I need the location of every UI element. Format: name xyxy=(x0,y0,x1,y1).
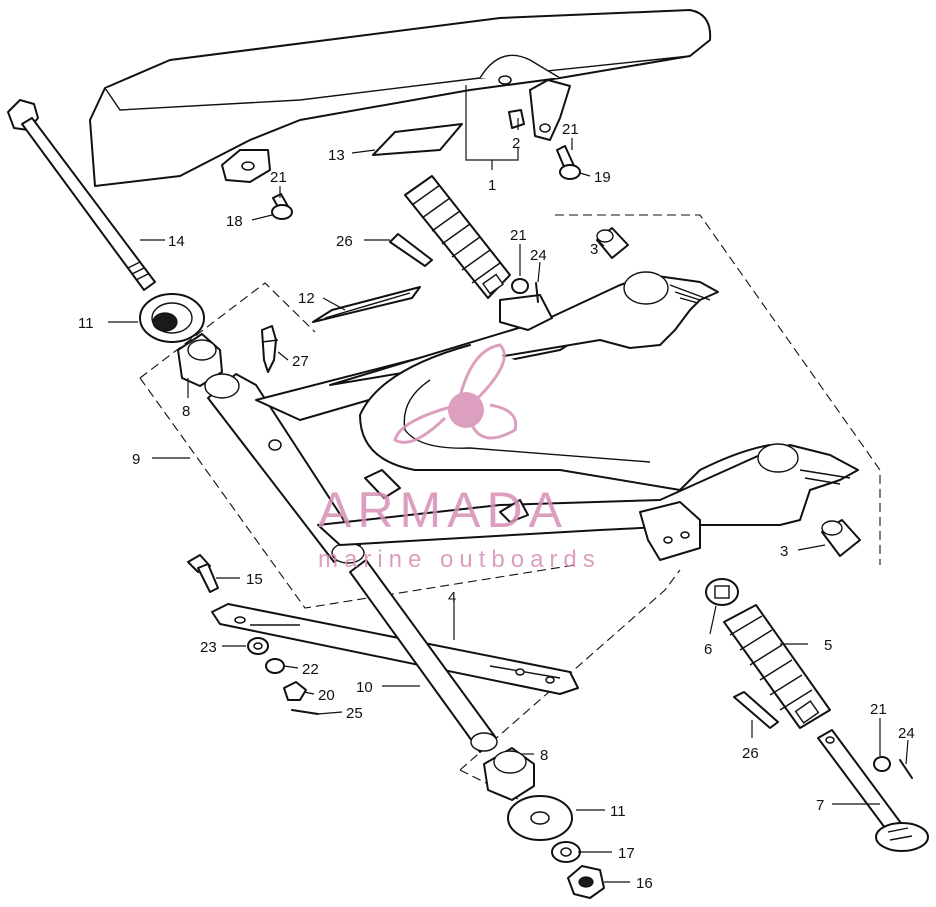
callout-24-bottom: 24 xyxy=(898,725,915,742)
cotter-pin-part-25 xyxy=(291,709,319,715)
pivot-bushing-part-bottom xyxy=(483,747,535,801)
washer-part-17 xyxy=(551,841,581,863)
chain-slider-plate-part xyxy=(372,123,463,156)
callout-26-bottom: 26 xyxy=(742,745,759,762)
bushing-part-bottom xyxy=(821,519,861,557)
clevis-pin-part-top xyxy=(389,233,433,267)
callout-7: 7 xyxy=(816,797,824,814)
nut-part-16 xyxy=(567,865,605,899)
pivot-bolt-part xyxy=(7,99,156,291)
washer-part-23 xyxy=(247,637,269,655)
clevis-pin-part-bottom xyxy=(733,691,779,729)
dust-seal-part-top xyxy=(139,293,205,343)
dust-seal-part-bottom xyxy=(507,795,573,841)
callout-10: 10 xyxy=(356,679,373,696)
callout-16: 16 xyxy=(636,875,653,892)
washer-part-22 xyxy=(265,658,285,674)
callout-11-bottom: 11 xyxy=(610,803,626,820)
pivot-bushing-part-top xyxy=(177,333,223,387)
footpeg-rubber-part-top xyxy=(404,175,511,299)
callout-19: 19 xyxy=(594,169,611,186)
callout-27: 27 xyxy=(292,353,309,370)
callout-8-bottom: 8 xyxy=(540,747,548,764)
swing-arm-part xyxy=(204,271,859,564)
grommet-part xyxy=(508,109,525,129)
callout-21-top-left: 21 xyxy=(270,169,287,186)
callout-14: 14 xyxy=(168,233,185,250)
callout-3-top: 3 xyxy=(590,241,598,258)
watermark-tagline: marine outboards xyxy=(318,546,601,573)
nut-part-20 xyxy=(283,681,307,701)
cotter-pin-part-top xyxy=(535,282,539,303)
watermark-brand: ARMADA xyxy=(318,482,568,538)
chain-case-part xyxy=(89,9,712,187)
footpeg-arm-part xyxy=(817,729,929,852)
footpeg-washer-part xyxy=(705,578,739,606)
watermark: ARMADA marine outboards xyxy=(318,343,601,573)
callout-5: 5 xyxy=(824,637,832,654)
bolt-part-19 xyxy=(556,145,581,180)
callout-26-top: 26 xyxy=(336,233,353,250)
callout-21-bottom: 21 xyxy=(870,701,887,718)
callout-18: 18 xyxy=(226,213,243,230)
grease-nipple-part xyxy=(261,325,279,373)
callout-20: 20 xyxy=(318,687,335,704)
callout-4: 4 xyxy=(448,589,456,606)
callout-23: 23 xyxy=(200,639,217,656)
small-washer-part-top xyxy=(511,278,529,294)
callout-8-top: 8 xyxy=(182,403,190,420)
callout-3-bottom: 3 xyxy=(780,543,788,560)
callout-numbers: 1 2 3 3 4 5 6 7 8 8 9 10 11 11 12 13 14 … xyxy=(78,121,915,892)
bushing-part-top xyxy=(596,227,629,259)
callout-24-top: 24 xyxy=(530,247,547,264)
callout-13: 13 xyxy=(328,147,345,164)
callout-2: 2 xyxy=(512,135,520,152)
callout-15: 15 xyxy=(246,571,263,588)
pivot-shaft-part xyxy=(349,559,498,753)
callout-21-top-right: 21 xyxy=(562,121,579,138)
small-washer-part xyxy=(873,756,891,772)
callout-22: 22 xyxy=(302,661,319,678)
chain-guide-strip-part xyxy=(312,286,421,323)
callout-11-top: 11 xyxy=(78,315,94,332)
bolt-part-18 xyxy=(271,193,293,220)
bolt-part-15 xyxy=(187,554,219,593)
callout-1: 1 xyxy=(488,177,496,194)
callout-21-middle: 21 xyxy=(510,227,527,244)
callout-6: 6 xyxy=(704,641,712,658)
callout-25: 25 xyxy=(346,705,363,722)
assembly-dashed-lines xyxy=(139,214,881,821)
callout-17: 17 xyxy=(618,845,635,862)
torque-link-part xyxy=(211,603,579,695)
callout-9: 9 xyxy=(132,451,140,468)
propeller-logo-icon xyxy=(393,343,518,444)
callout-leader-lines xyxy=(108,85,909,883)
callout-12: 12 xyxy=(298,290,315,307)
cotter-pin-part xyxy=(899,759,913,779)
footpeg-rubber-part-bottom xyxy=(723,604,831,729)
